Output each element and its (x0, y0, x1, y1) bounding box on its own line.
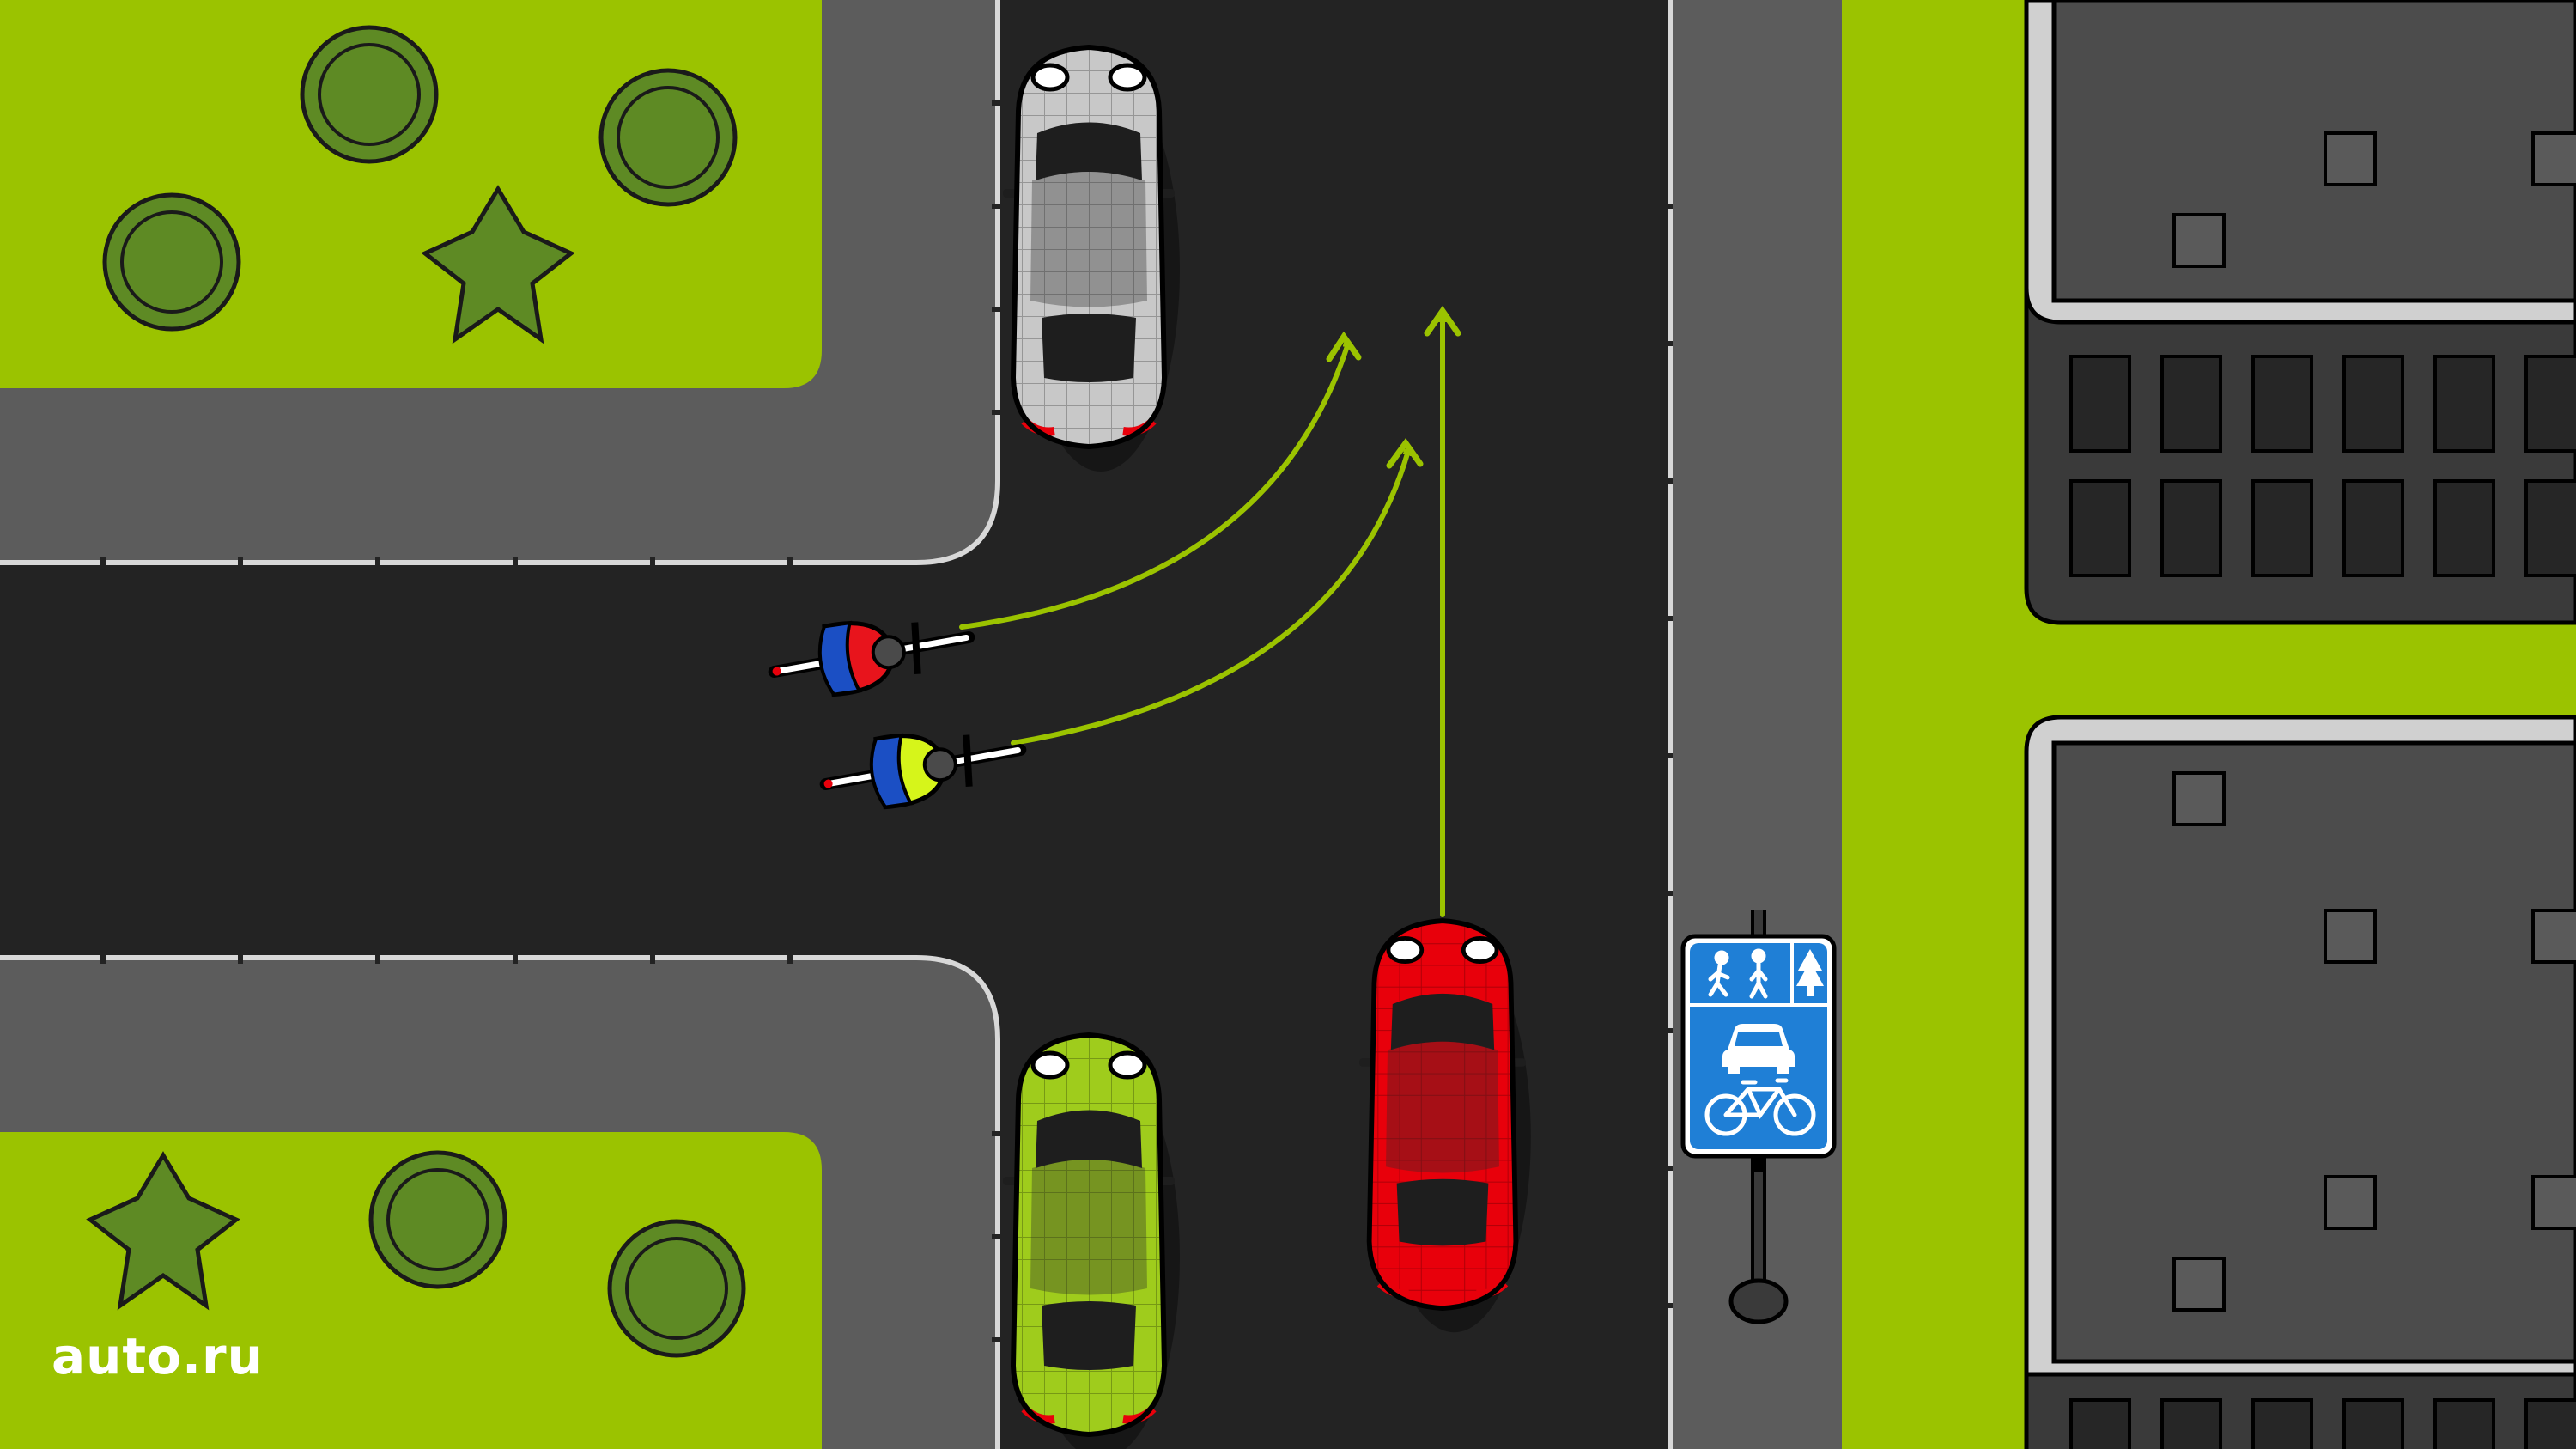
arrow-red-cyclist-turn (959, 344, 1348, 630)
trajectory-arrows (959, 305, 1461, 917)
tree-bush-icon (102, 192, 241, 332)
tree-icon (1796, 949, 1824, 996)
cycle-street-sign (1680, 910, 1837, 1324)
building-top (2024, 0, 2576, 625)
red-car (1359, 918, 1531, 1333)
bicycle-icon (1704, 1078, 1816, 1136)
pedestrians-icon (1708, 948, 1768, 999)
car-icon (1722, 1024, 1795, 1074)
trees (86, 25, 746, 1358)
silver-car (1003, 44, 1180, 472)
cyclist-red (768, 620, 975, 697)
tree-bush-icon (607, 1219, 746, 1358)
building-bottom (2024, 715, 2576, 1449)
cyclist-yellow (819, 733, 1027, 810)
green-car (1003, 1032, 1180, 1449)
tree-bush-icon (598, 68, 738, 207)
tree-spiky-icon (86, 1151, 240, 1311)
tree-bush-icon (300, 25, 439, 164)
tree-spiky-icon (421, 185, 575, 344)
arrow-yellow-cyclist-turn (1011, 451, 1408, 746)
auto-ru-logo: auto.ru (52, 1327, 264, 1385)
tree-bush-icon (368, 1150, 507, 1289)
